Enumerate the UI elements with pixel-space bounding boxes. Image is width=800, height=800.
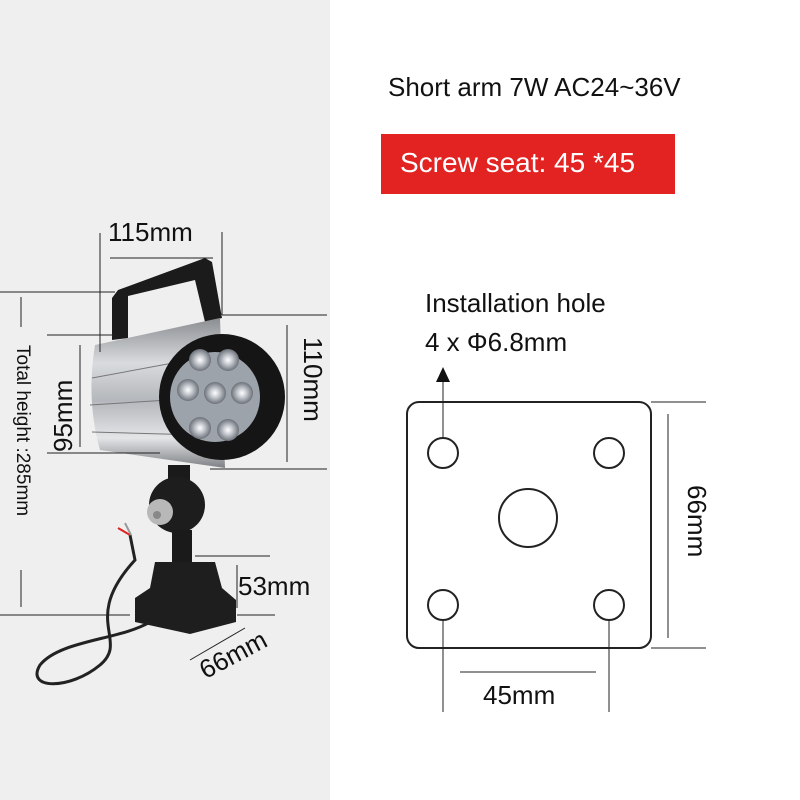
plate-outline (406, 401, 652, 649)
body-height-label: 95mm (48, 379, 78, 452)
screw-seat-badge-bg (381, 134, 675, 194)
total-height-label: Total height :285mm (12, 345, 33, 517)
mount-hole (427, 437, 459, 469)
led-array (177, 349, 253, 441)
mount-hole (427, 589, 459, 621)
page-title: Short arm 7W AC24~36V (388, 72, 681, 102)
hole-spec-label: 4 x Φ6.8mm (425, 327, 568, 357)
lamp-dimension-lines (0, 232, 327, 661)
mounting-plate (406, 401, 652, 649)
installation-hole-label: Installation hole (425, 288, 606, 318)
mount-hole (593, 589, 625, 621)
hole-spacing-label: 45mm (483, 680, 556, 710)
width-label: 115mm (108, 217, 193, 247)
lamp-handle (112, 258, 222, 340)
screw-seat-badge: Screw seat: 45 *45 (400, 147, 636, 178)
center-hole (498, 488, 558, 548)
plate-size-label: 66mm (682, 485, 712, 558)
arrow-up-icon (436, 367, 450, 382)
lamp-photo (35, 258, 285, 686)
base-height-label: 53mm (238, 571, 311, 601)
mount-hole (593, 437, 625, 469)
lamp-base (135, 562, 236, 634)
head-diameter-label: 110mm (298, 337, 328, 422)
plate-dimension-lines (442, 380, 706, 712)
cable (35, 534, 151, 686)
